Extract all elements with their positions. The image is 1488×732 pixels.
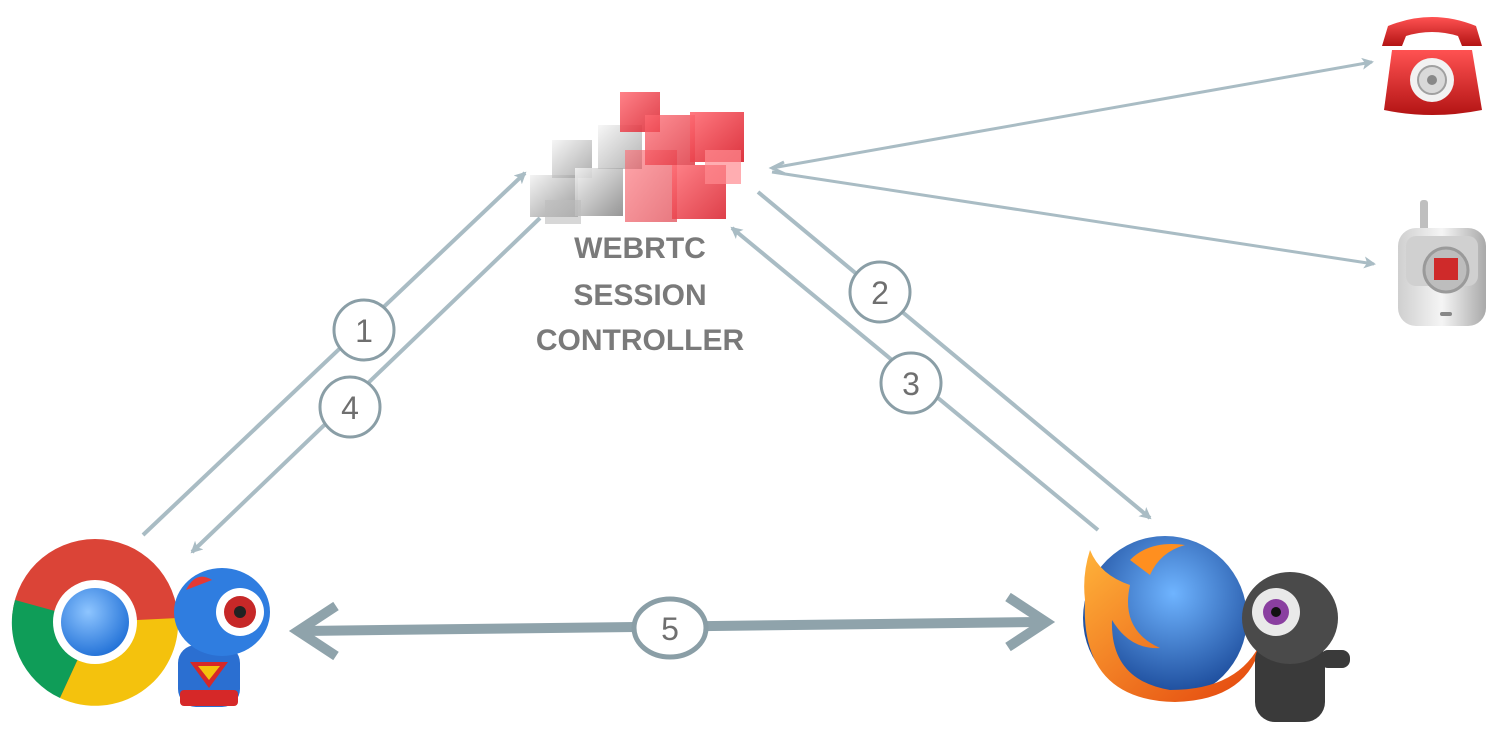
controller-label-line-2: SESSION xyxy=(573,279,706,312)
step-number: 5 xyxy=(661,611,679,647)
step-badge-4: 4 xyxy=(318,375,382,439)
cube-cluster-logo-icon xyxy=(530,92,744,224)
controller-label-line-3: CONTROLLER xyxy=(536,324,745,357)
mobile-phone-icon xyxy=(1398,200,1486,326)
superhero-robot-mascot-icon xyxy=(174,568,270,707)
step-badge-1: 1 xyxy=(332,298,396,362)
controller-label-line-1: WEBRTC xyxy=(574,232,706,265)
arrow-to-mobile-phone xyxy=(771,170,1376,269)
step-number: 3 xyxy=(902,366,920,402)
gray-robot-mascot-icon xyxy=(1242,572,1350,722)
chrome-browser-icon xyxy=(11,539,179,706)
step-badge-2: 2 xyxy=(848,260,912,324)
step-number: 4 xyxy=(341,390,359,426)
step-number: 2 xyxy=(871,275,889,311)
arrow-step-2 xyxy=(756,190,1152,520)
signal-arrows xyxy=(141,57,1376,661)
arrow-step-1 xyxy=(141,171,527,537)
arrow-to-desk-phone xyxy=(771,57,1374,170)
step-number: 1 xyxy=(355,313,373,349)
firefox-browser-icon xyxy=(1083,536,1262,702)
step-badge-5: 5 xyxy=(631,596,709,660)
step-badge-3: 3 xyxy=(879,351,943,415)
red-desk-phone-icon xyxy=(1382,17,1482,115)
